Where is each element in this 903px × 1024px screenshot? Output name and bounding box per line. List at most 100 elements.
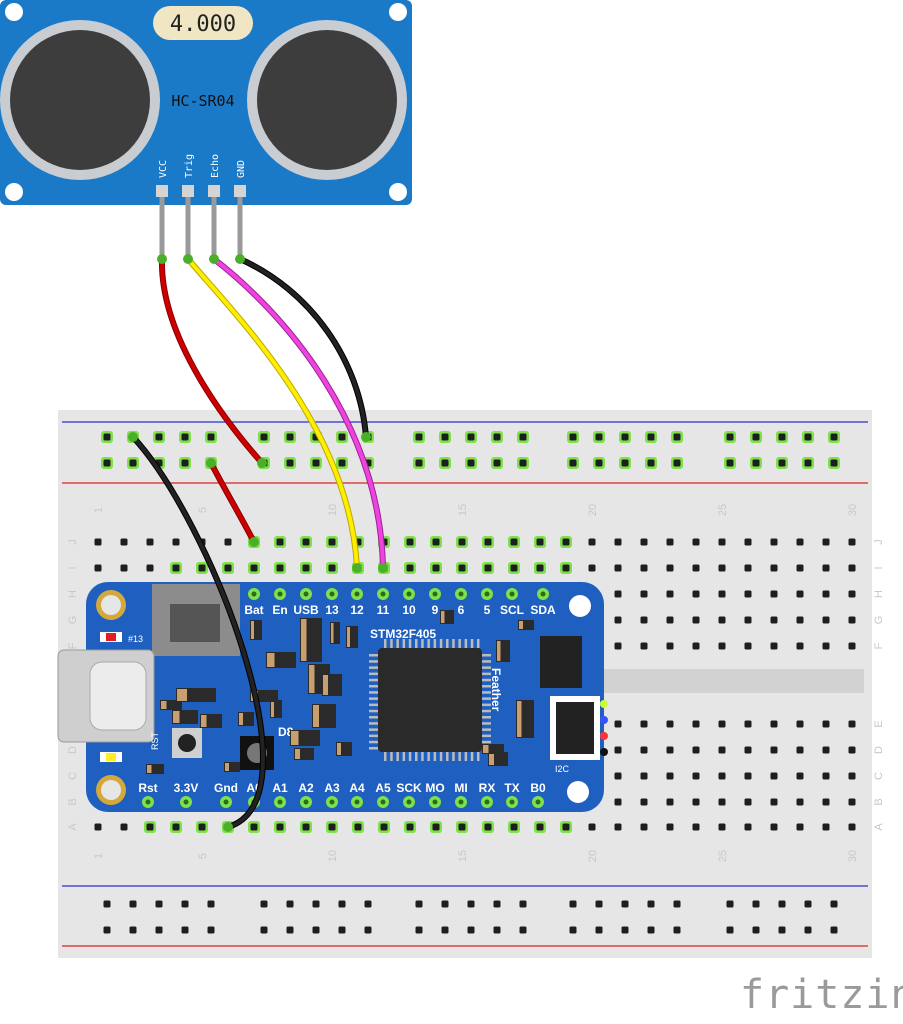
terminal-hole[interactable] [744, 746, 752, 754]
terminal-hole[interactable] [328, 564, 336, 572]
terminal-hole[interactable] [718, 720, 726, 728]
terminal-hole[interactable] [666, 772, 674, 780]
terminal-hole[interactable] [770, 590, 778, 598]
terminal-hole[interactable] [614, 590, 622, 598]
terminal-hole[interactable] [796, 720, 804, 728]
reset-button-cap[interactable] [178, 734, 196, 752]
terminal-hole[interactable] [848, 823, 856, 831]
terminal-hole[interactable] [718, 616, 726, 624]
terminal-hole[interactable] [562, 564, 570, 572]
terminal-hole[interactable] [848, 642, 856, 650]
rail-hole[interactable] [830, 459, 838, 467]
terminal-hole[interactable] [640, 746, 648, 754]
terminal-hole[interactable] [796, 746, 804, 754]
rail-hole[interactable] [519, 433, 527, 441]
rail-hole[interactable] [155, 926, 163, 934]
terminal-hole[interactable] [276, 564, 284, 572]
terminal-hole[interactable] [666, 616, 674, 624]
terminal-hole[interactable] [640, 590, 648, 598]
terminal-hole[interactable] [432, 823, 440, 831]
rail-hole[interactable] [467, 900, 475, 908]
rail-hole[interactable] [752, 926, 760, 934]
terminal-hole[interactable] [380, 823, 388, 831]
rail-hole[interactable] [338, 900, 346, 908]
terminal-hole[interactable] [718, 798, 726, 806]
terminal-hole[interactable] [328, 823, 336, 831]
rail-hole[interactable] [103, 926, 111, 934]
rail-hole[interactable] [129, 459, 137, 467]
rail-hole[interactable] [103, 433, 111, 441]
terminal-hole[interactable] [432, 564, 440, 572]
rail-hole[interactable] [181, 433, 189, 441]
rail-hole[interactable] [415, 433, 423, 441]
terminal-hole[interactable] [276, 823, 284, 831]
terminal-hole[interactable] [510, 823, 518, 831]
rail-hole[interactable] [493, 433, 501, 441]
rail-hole[interactable] [804, 459, 812, 467]
terminal-hole[interactable] [666, 746, 674, 754]
terminal-hole[interactable] [640, 772, 648, 780]
terminal-hole[interactable] [588, 564, 596, 572]
terminal-hole[interactable] [796, 772, 804, 780]
rail-hole[interactable] [621, 459, 629, 467]
terminal-hole[interactable] [198, 823, 206, 831]
terminal-hole[interactable] [640, 538, 648, 546]
terminal-hole[interactable] [224, 538, 232, 546]
rail-hole[interactable] [752, 900, 760, 908]
terminal-hole[interactable] [640, 564, 648, 572]
terminal-hole[interactable] [744, 772, 752, 780]
terminal-hole[interactable] [120, 538, 128, 546]
rail-hole[interactable] [519, 459, 527, 467]
terminal-hole[interactable] [718, 538, 726, 546]
terminal-hole[interactable] [718, 564, 726, 572]
terminal-hole[interactable] [614, 720, 622, 728]
terminal-hole[interactable] [744, 798, 752, 806]
terminal-hole[interactable] [614, 772, 622, 780]
terminal-hole[interactable] [718, 772, 726, 780]
terminal-hole[interactable] [614, 564, 622, 572]
terminal-hole[interactable] [848, 798, 856, 806]
rail-hole[interactable] [364, 926, 372, 934]
terminal-hole[interactable] [770, 798, 778, 806]
terminal-hole[interactable] [822, 590, 830, 598]
rail-hole[interactable] [181, 926, 189, 934]
rail-hole[interactable] [129, 926, 137, 934]
terminal-hole[interactable] [770, 720, 778, 728]
rail-hole[interactable] [441, 926, 449, 934]
terminal-hole[interactable] [796, 564, 804, 572]
rail-hole[interactable] [338, 433, 346, 441]
terminal-hole[interactable] [588, 538, 596, 546]
terminal-hole[interactable] [666, 720, 674, 728]
rail-hole[interactable] [312, 926, 320, 934]
rail-hole[interactable] [155, 433, 163, 441]
terminal-hole[interactable] [692, 798, 700, 806]
terminal-hole[interactable] [770, 538, 778, 546]
rail-hole[interactable] [726, 926, 734, 934]
terminal-hole[interactable] [406, 538, 414, 546]
terminal-hole[interactable] [640, 720, 648, 728]
terminal-hole[interactable] [640, 616, 648, 624]
terminal-hole[interactable] [718, 590, 726, 598]
rail-hole[interactable] [415, 926, 423, 934]
terminal-hole[interactable] [536, 823, 544, 831]
rail-hole[interactable] [647, 433, 655, 441]
rail-hole[interactable] [207, 900, 215, 908]
rail-hole[interactable] [778, 900, 786, 908]
rail-hole[interactable] [519, 900, 527, 908]
terminal-hole[interactable] [796, 642, 804, 650]
rail-hole[interactable] [519, 926, 527, 934]
terminal-hole[interactable] [770, 616, 778, 624]
rail-hole[interactable] [673, 926, 681, 934]
rail-hole[interactable] [338, 926, 346, 934]
terminal-hole[interactable] [796, 798, 804, 806]
rail-hole[interactable] [467, 433, 475, 441]
terminal-hole[interactable] [406, 564, 414, 572]
terminal-hole[interactable] [848, 720, 856, 728]
terminal-hole[interactable] [796, 616, 804, 624]
terminal-hole[interactable] [302, 564, 310, 572]
terminal-hole[interactable] [848, 616, 856, 624]
terminal-hole[interactable] [224, 564, 232, 572]
terminal-hole[interactable] [770, 564, 778, 572]
rail-hole[interactable] [726, 459, 734, 467]
